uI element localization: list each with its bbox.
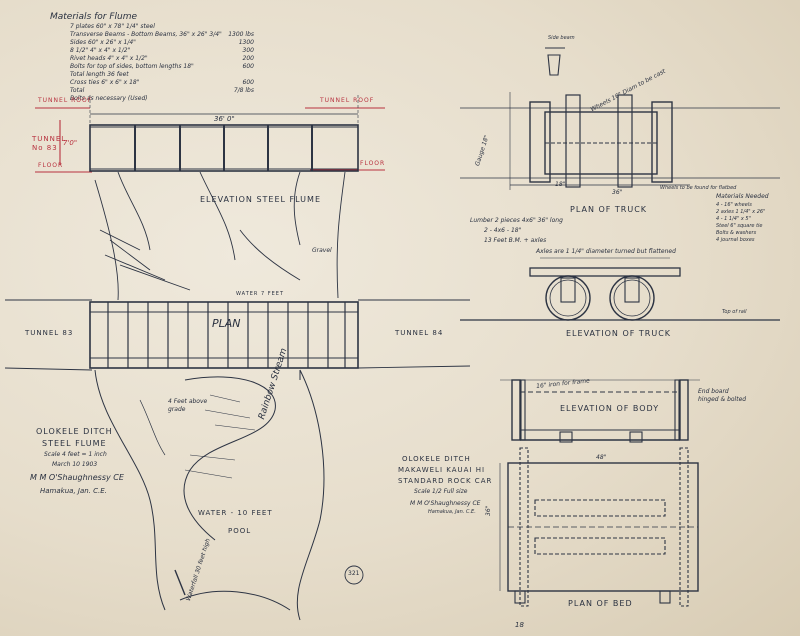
flume-plan-title: PLAN [212, 317, 241, 330]
materials-line: Total length 36 feet [70, 71, 129, 78]
materials-line: Sides 60" x 26" x 1/4" [70, 39, 136, 46]
materials-qty: 7/8 lbs [233, 87, 254, 94]
tunnel-83-label: TUNNEL 83 [25, 329, 74, 337]
title-left-line: M M O'Shaughnessy CE [30, 473, 124, 482]
truck-materials-line: 4 journal boxes [716, 237, 755, 243]
truck-dim-18: 18" [555, 181, 566, 188]
length-dimension: 36' 0" [214, 115, 235, 123]
body-elevation [500, 379, 700, 443]
materials-list: 7 plates 60" x 78" 1/4" steel Transverse… [70, 24, 270, 104]
tunnel-roof-label-right: TUNNEL ROOF [320, 97, 375, 104]
title-left-line: STEEL FLUME [42, 439, 107, 448]
elevation-of-truck-title: ELEVATION OF TRUCK [566, 329, 672, 338]
title-right-line: OLOKELE DITCH [402, 455, 471, 463]
height-dimension: 7'0" [63, 139, 78, 147]
truck-materials-heading: Materials Needed [716, 193, 769, 200]
tunnel-number-label: TUNNEL No 83 [32, 135, 67, 153]
materials-qty: 1300 lbs [228, 31, 254, 38]
materials-line: Bolts as necessary (Used) [70, 95, 148, 102]
materials-line: 8 1/2" 4" x 4" x 1/2" [70, 47, 131, 54]
floor-label-right: FLOOR [360, 160, 386, 167]
wheels-found-note: Wheels to be found for flatbed [660, 185, 737, 191]
truck-materials-line: 4 - 1 1/4" x 5" [716, 216, 751, 222]
elevation-steel-flume-title: ELEVATION STEEL FLUME [200, 195, 321, 204]
materials-qty: 200 [242, 55, 254, 62]
pool-label: POOL [228, 527, 252, 535]
materials-qty [214, 72, 254, 78]
bed-plan [499, 447, 699, 607]
plan-of-bed-title: PLAN OF BED [568, 599, 633, 608]
materials-qty [214, 24, 254, 30]
title-right-line: Hamakua, Jan. C.E. [428, 509, 476, 515]
title-block-right: OLOKELE DITCH MAKAWELI KAUAI HI STANDARD… [398, 456, 508, 515]
tunnel-84-label: TUNNEL 84 [395, 329, 444, 337]
title-right-line: Scale 1/2 Full size [414, 488, 468, 495]
materials-line: Transverse Beams - Bottom Beams, 36" x 2… [70, 31, 222, 38]
title-left-line: March 10 1903 [52, 461, 98, 468]
truck-materials-line: 2 axles 1 1/4" x 26" [716, 209, 766, 215]
elevation-of-body-title: ELEVATION OF BODY [560, 404, 660, 413]
board-feet-note: 13 Feet B.M. + axles [484, 237, 547, 244]
top-of-rail-label: Top of rail [722, 309, 747, 315]
materials-qty: 600 [242, 79, 254, 86]
title-right-line: MAKAWELI KAUAI HI [398, 466, 486, 474]
truck-materials-line: 4 - 16" wheels [716, 202, 752, 208]
rail-section-sketch [545, 47, 565, 76]
lumber-note-2: 2 - 4x6 - 18" [484, 227, 522, 234]
materials-qty-column: 1300 lbs 1300 300 200 600 600 7/8 lbs [214, 24, 254, 104]
gravel-note: Gravel [312, 247, 332, 254]
title-left-line: Scale 4 feet = 1 inch [44, 451, 107, 458]
truck-materials-block: Materials Needed 4 - 16" wheels 2 axles … [716, 194, 796, 243]
lumber-note: Lumber 2 pieces 4x6" 36" long [470, 217, 563, 224]
materials-line: Cross ties 6" x 6" x 18" [70, 79, 140, 86]
truck-materials-line: Steel 6" square tie [716, 223, 763, 229]
materials-line: Bolts for top of sides, bottom lengths 1… [70, 63, 194, 70]
sheet-stamp [344, 565, 364, 585]
title-right-line: STANDARD ROCK CAR [398, 477, 493, 485]
plan-of-truck-title: PLAN OF TRUCK [570, 205, 648, 214]
water-level-label: WATER 7 FEET [236, 291, 284, 297]
title-left-line: OLOKELE DITCH [36, 427, 113, 436]
truck-plan [460, 92, 780, 190]
materials-qty: 300 [242, 47, 254, 54]
water-pool-label: WATER - 10 FEET [198, 509, 273, 517]
end-board-note: End board hinged & bolted [698, 388, 747, 403]
truck-dim-36: 36" [612, 189, 623, 196]
materials-qty [214, 96, 254, 102]
stream-sketch [94, 369, 325, 621]
floor-label-left: FLOOR [38, 162, 64, 169]
title-left-line: Hamakua, Jan. C.E. [40, 487, 107, 495]
materials-heading: Materials for Flume [50, 12, 138, 22]
materials-qty: 600 [242, 63, 254, 70]
ground-sketch [94, 171, 346, 301]
bed-dim-48: 48" [596, 454, 607, 461]
axle-note: Axles are 1 1/4" diameter turned but fla… [536, 248, 676, 255]
tunnel-roof-label-left: TUNNEL ROOF [38, 97, 93, 104]
flume-elevation [89, 95, 359, 172]
materials-line: 7 plates 60" x 78" 1/4" steel [70, 23, 155, 30]
materials-line: Rivet heads 4" x 4" x 1/2" [70, 55, 148, 62]
materials-qty: 1300 [238, 39, 254, 46]
truck-elevation [460, 257, 780, 321]
stamp-number: 321 [348, 570, 360, 577]
rail-section-note: Side beam [548, 35, 575, 41]
truck-materials-line: Bolts & washers [716, 230, 757, 236]
tunnel-roof-lines [35, 107, 385, 173]
above-grade-note: 4 Feet above grade [168, 398, 208, 413]
title-block-left: OLOKELE DITCH STEEL FLUME Scale 4 feet =… [30, 428, 160, 495]
title-right-line: M M O'Shaughnessy CE [410, 500, 481, 507]
materials-line: Total [70, 87, 85, 94]
sheet-number: 18 [515, 621, 524, 629]
flume-plan [4, 299, 471, 371]
